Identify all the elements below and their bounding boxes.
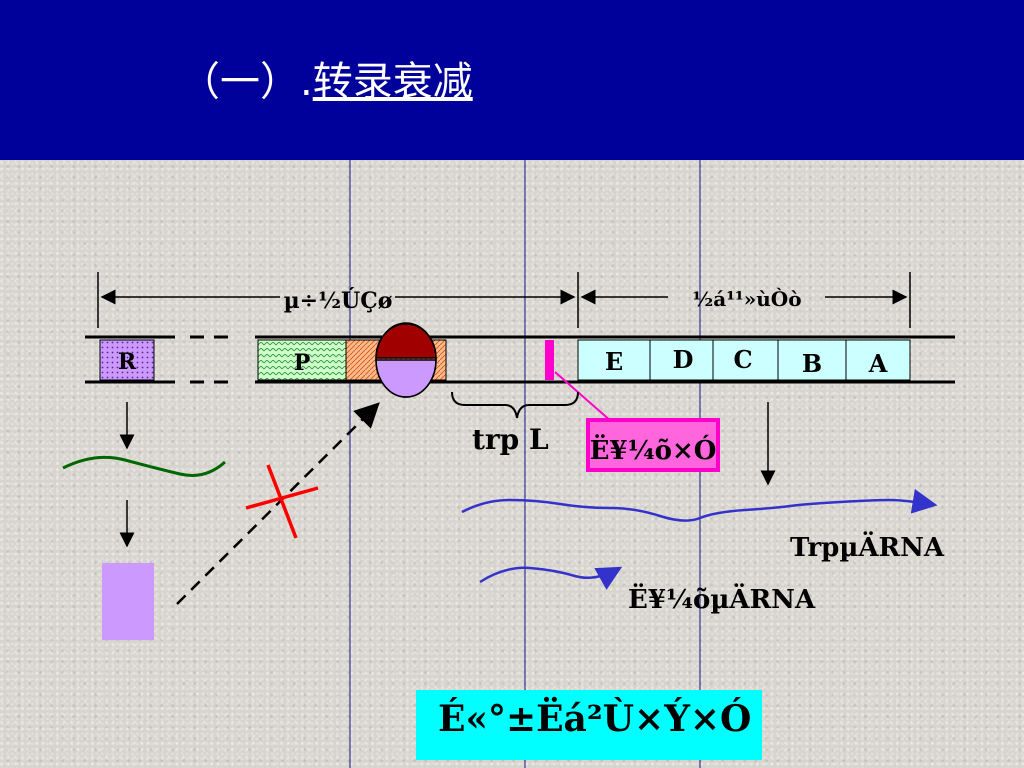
- bottom-note-text: É«°±Ëá²Ù×Ý×Ó: [438, 698, 752, 740]
- leader-mrna-wave: [479, 566, 623, 590]
- content-area: [0, 160, 1024, 768]
- label-regulatory-region: µ÷½ÚÇø: [284, 287, 393, 314]
- slide-title: （一）.转录衰减: [180, 52, 473, 112]
- trpl-label: trp L: [472, 423, 549, 456]
- promoter-box: [257, 339, 347, 381]
- trp-mrna-label: TrpµÄRNA: [790, 531, 945, 563]
- gene-e-label: E: [605, 347, 623, 376]
- title-dot: .: [300, 59, 313, 105]
- label-structural-genes: ½á¹¹»ùÒò: [692, 286, 801, 311]
- attenuator-label: Ë¥¼õ×Ó: [590, 434, 717, 466]
- promoter-label: P: [294, 350, 311, 376]
- title-link[interactable]: 转录衰减: [312, 59, 473, 105]
- gene-c-label: C: [733, 345, 752, 374]
- gene-d-label: D: [673, 345, 694, 374]
- repressor-protein: [102, 563, 154, 640]
- title-prefix: （一）: [180, 59, 300, 105]
- binding-arrow: [176, 402, 380, 605]
- attenuator-pointer: [554, 371, 613, 423]
- leader-mrna-label: Ë¥¼õµÄRNA: [628, 583, 816, 615]
- gene-b-box: [777, 339, 847, 381]
- gene-a-label: A: [868, 349, 888, 378]
- trp-mrna-wave: [461, 488, 938, 522]
- gene-r-label: R: [118, 349, 137, 375]
- r-mrna-wave: [62, 455, 227, 477]
- structural-genes: E D C B A: [577, 339, 911, 381]
- gene-d-box: [649, 339, 714, 381]
- repressor-icon: [375, 322, 437, 398]
- bottom-note-box: É«°±Ëá²Ù×Ý×Ó: [416, 690, 762, 760]
- attenuator-mark: [545, 340, 554, 380]
- gene-r-box: [99, 339, 155, 381]
- gene-c-box: [712, 339, 779, 381]
- trpl-brace: [451, 391, 579, 419]
- attenuator-label-inner: [590, 422, 716, 468]
- gene-b-label: B: [802, 349, 822, 378]
- gene-a-box: [845, 339, 911, 381]
- block-x-icon: [266, 464, 298, 539]
- header-bar: （一）.转录衰减: [0, 0, 1024, 160]
